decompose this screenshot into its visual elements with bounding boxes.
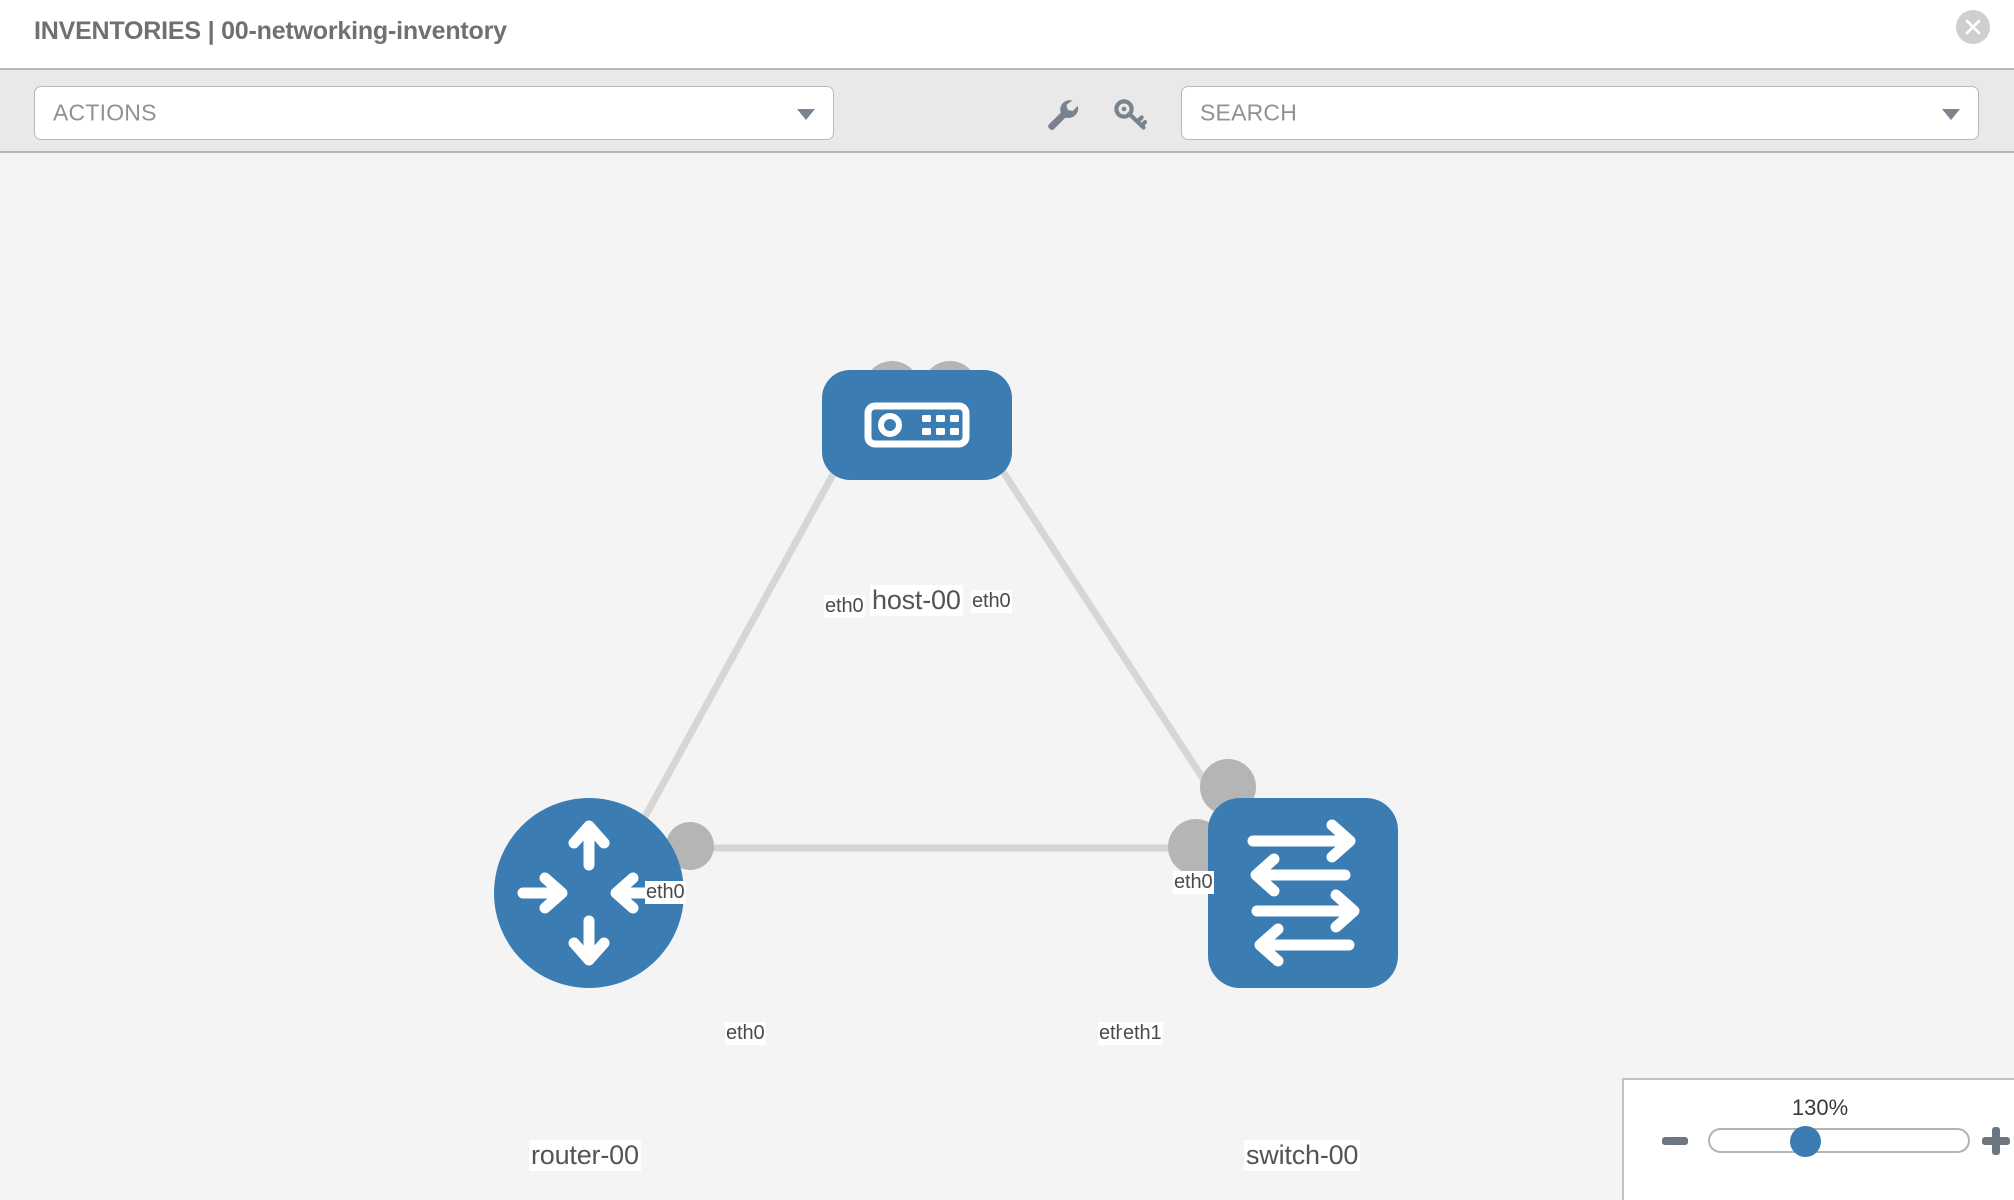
node-switch-00 xyxy=(1208,798,1398,988)
edge-label: eth0 xyxy=(725,1022,766,1045)
node-router-00 xyxy=(494,798,684,988)
actions-dropdown[interactable]: ACTIONS xyxy=(34,86,834,140)
chevron-down-icon xyxy=(797,109,815,120)
key-icon[interactable] xyxy=(1110,94,1150,134)
node-label-router-00: router-00 xyxy=(529,1140,641,1171)
zoom-level-label: 130% xyxy=(1791,1095,1849,1120)
edge-label: eth1 xyxy=(1122,1022,1163,1045)
page-header: INVENTORIES | 00-networking-inventory xyxy=(0,0,2014,68)
edge-label: eth0 xyxy=(645,881,686,904)
topology-graph xyxy=(494,361,1398,988)
page-title: INVENTORIES | 00-networking-inventory xyxy=(34,17,507,45)
edge-label: eth0 xyxy=(1173,871,1214,894)
chevron-down-icon xyxy=(1942,109,1960,120)
edge-label: eth0 xyxy=(824,595,865,618)
node-host-00 xyxy=(822,370,1012,480)
node-label-switch-00: switch-00 xyxy=(1244,1140,1361,1171)
zoom-slider-track[interactable] xyxy=(1708,1128,1970,1153)
zoom-control-panel: 130% xyxy=(1622,1078,2014,1200)
wrench-icon[interactable] xyxy=(1042,94,1082,134)
search-placeholder: SEARCH xyxy=(1200,99,1298,126)
node-label-host-00: host-00 xyxy=(870,585,963,616)
topology-canvas[interactable]: eth0 eth0 eth0 eth0 eth0 eth0 eth1 host-… xyxy=(0,153,2014,1200)
zoom-in-button[interactable] xyxy=(1982,1127,2010,1155)
toolbar: ACTIONS SEARCH xyxy=(0,68,2014,153)
zoom-slider-handle[interactable] xyxy=(1790,1126,1821,1157)
search-input[interactable]: SEARCH xyxy=(1181,86,1979,140)
port-router-right xyxy=(666,822,714,870)
close-icon[interactable] xyxy=(1956,10,1990,44)
edge-label: eth0 xyxy=(971,590,1012,613)
actions-dropdown-label: ACTIONS xyxy=(53,99,157,126)
zoom-out-button[interactable] xyxy=(1662,1137,1688,1145)
